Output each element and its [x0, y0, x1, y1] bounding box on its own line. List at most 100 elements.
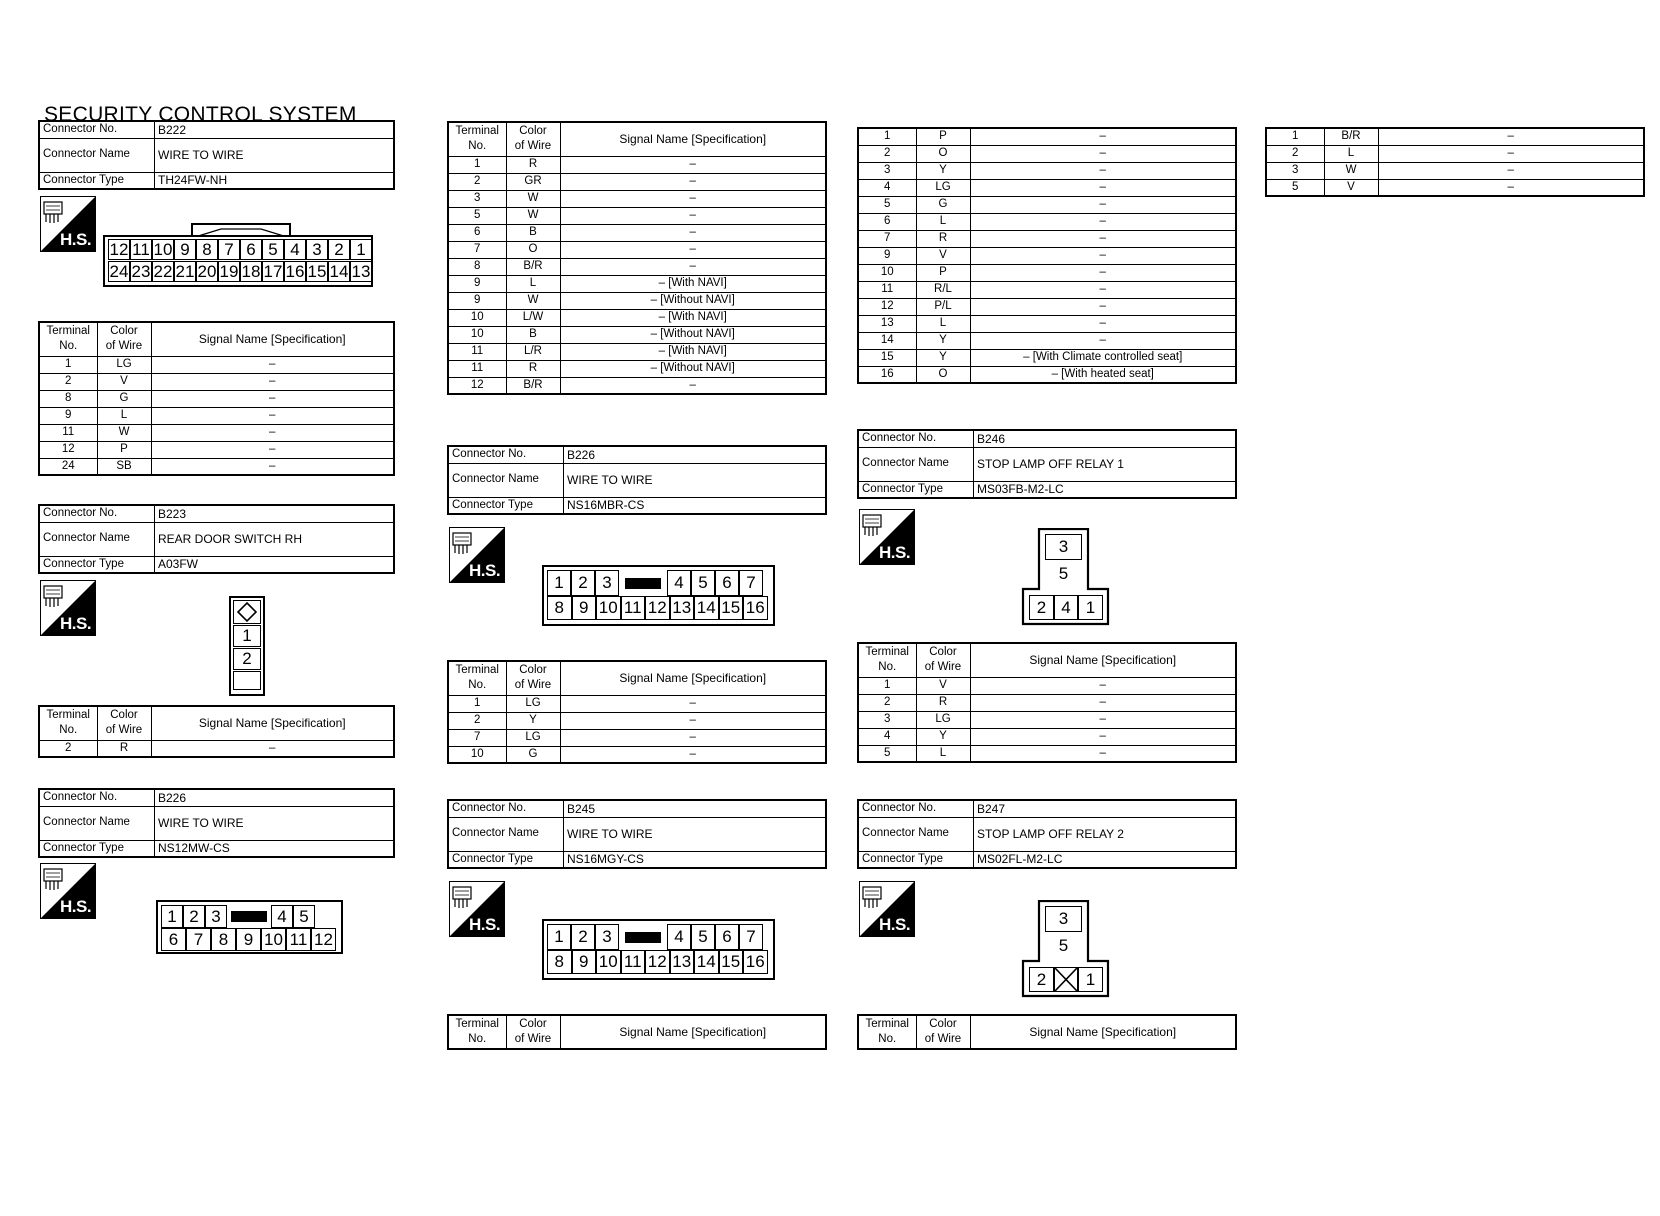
connector-latch-icon	[191, 223, 291, 238]
wire-color-cell: L/R	[505, 342, 561, 361]
signal-name-cell: –	[559, 172, 827, 191]
pin: 1	[233, 625, 261, 647]
signal-name-cell: –	[969, 263, 1237, 282]
pin: 9	[174, 239, 196, 260]
pin: 12	[108, 239, 130, 260]
pin: 11	[286, 928, 311, 951]
signal-name-cell: – [With heated seat]	[969, 365, 1237, 383]
pin: 10	[261, 928, 286, 951]
connector-name-value: REAR DOOR SWITCH RH	[154, 521, 395, 557]
wire-color-cell: L	[96, 406, 152, 425]
signal-name-cell: –	[559, 694, 827, 713]
connector-name-value: WIRE TO WIRE	[563, 462, 827, 498]
terminal-no-cell: 1	[447, 694, 507, 713]
signal-name-header: Signal Name [Specification]	[969, 1014, 1237, 1050]
connector-no-value: B246	[973, 429, 1237, 448]
pin: 1	[161, 905, 183, 928]
signal-name-header: Signal Name [Specification]	[559, 1014, 827, 1050]
terminal-no-cell: 1	[1265, 127, 1325, 146]
hs-harness-side-icon: H.S.	[859, 881, 915, 937]
pin-unused-icon	[1054, 967, 1078, 992]
terminal-no-cell: 7	[447, 728, 507, 747]
terminal-no-cell: 3	[857, 161, 917, 180]
pin: 2	[571, 570, 595, 596]
connector-no-value: B226	[154, 788, 395, 807]
terminal-no-cell: 5	[1265, 178, 1325, 196]
pin: 3	[205, 905, 227, 928]
connector-housing-icon	[1021, 900, 1110, 998]
pin: 12	[645, 950, 670, 974]
wire-color-cell: R	[96, 739, 152, 757]
hs-badge-text: H.S.	[60, 230, 91, 249]
pin: 13	[669, 596, 694, 620]
wire-color-cell: LG	[96, 355, 152, 374]
pin: 9	[571, 950, 596, 974]
terminal-no-cell: 10	[857, 263, 917, 282]
connector-face-b246: 3 5 2 4 1	[1021, 528, 1111, 626]
terminal-no-cell: 8	[38, 389, 98, 408]
signal-name-cell: –	[969, 280, 1237, 299]
connector-type-label: Connector Type	[857, 480, 974, 499]
signal-name-header: Signal Name [Specification]	[559, 121, 827, 157]
pin: 5	[1058, 564, 1069, 583]
hs-harness-side-icon: H.S.	[449, 881, 505, 937]
pin: 3	[595, 570, 619, 596]
pin: 11	[130, 239, 152, 260]
terminal-no-cell: 5	[857, 744, 917, 762]
pin: 9	[571, 596, 596, 620]
signal-name-cell: –	[969, 212, 1237, 231]
pin: 5	[1058, 936, 1069, 955]
pin: 10	[152, 239, 174, 260]
signal-name-cell: –	[559, 223, 827, 242]
pin: 10	[596, 596, 621, 620]
terminal-no-cell: 9	[447, 274, 507, 293]
connector-name-label: Connector Name	[447, 462, 564, 498]
connector-no-label: Connector No.	[857, 799, 974, 818]
signal-name-cell: – [Without NAVI]	[559, 291, 827, 310]
connector-name-value: WIRE TO WIRE	[563, 816, 827, 852]
connector-type-value: NS16MGY-CS	[563, 850, 827, 869]
pin: 3	[595, 924, 619, 950]
hs-badge-text: H.S.	[469, 561, 500, 580]
hs-harness-side-icon: H.S.	[40, 580, 96, 636]
pin: 1	[1078, 967, 1103, 992]
terminal-no-cell: 2	[38, 739, 98, 757]
pin: 2	[183, 905, 205, 928]
pin: 3	[1045, 534, 1082, 560]
signal-name-cell: –	[969, 246, 1237, 265]
signal-name-cell: –	[150, 372, 395, 391]
signal-name-cell: –	[969, 693, 1237, 712]
signal-name-cell: –	[969, 127, 1237, 146]
connector-name-label: Connector Name	[38, 137, 155, 173]
pin: 6	[715, 570, 739, 596]
wire-color-cell: LG	[915, 710, 971, 729]
pin: 18	[240, 261, 262, 282]
connector-name-label: Connector Name	[857, 816, 974, 852]
connector-type-value: NS16MBR-CS	[563, 496, 827, 515]
pin: 23	[130, 261, 152, 282]
pin: 19	[218, 261, 240, 282]
terminal-no-cell: 3	[447, 189, 507, 208]
terminal-no-cell: 8	[447, 257, 507, 276]
pin: 14	[328, 261, 350, 282]
wire-color-cell: Y	[915, 161, 971, 180]
